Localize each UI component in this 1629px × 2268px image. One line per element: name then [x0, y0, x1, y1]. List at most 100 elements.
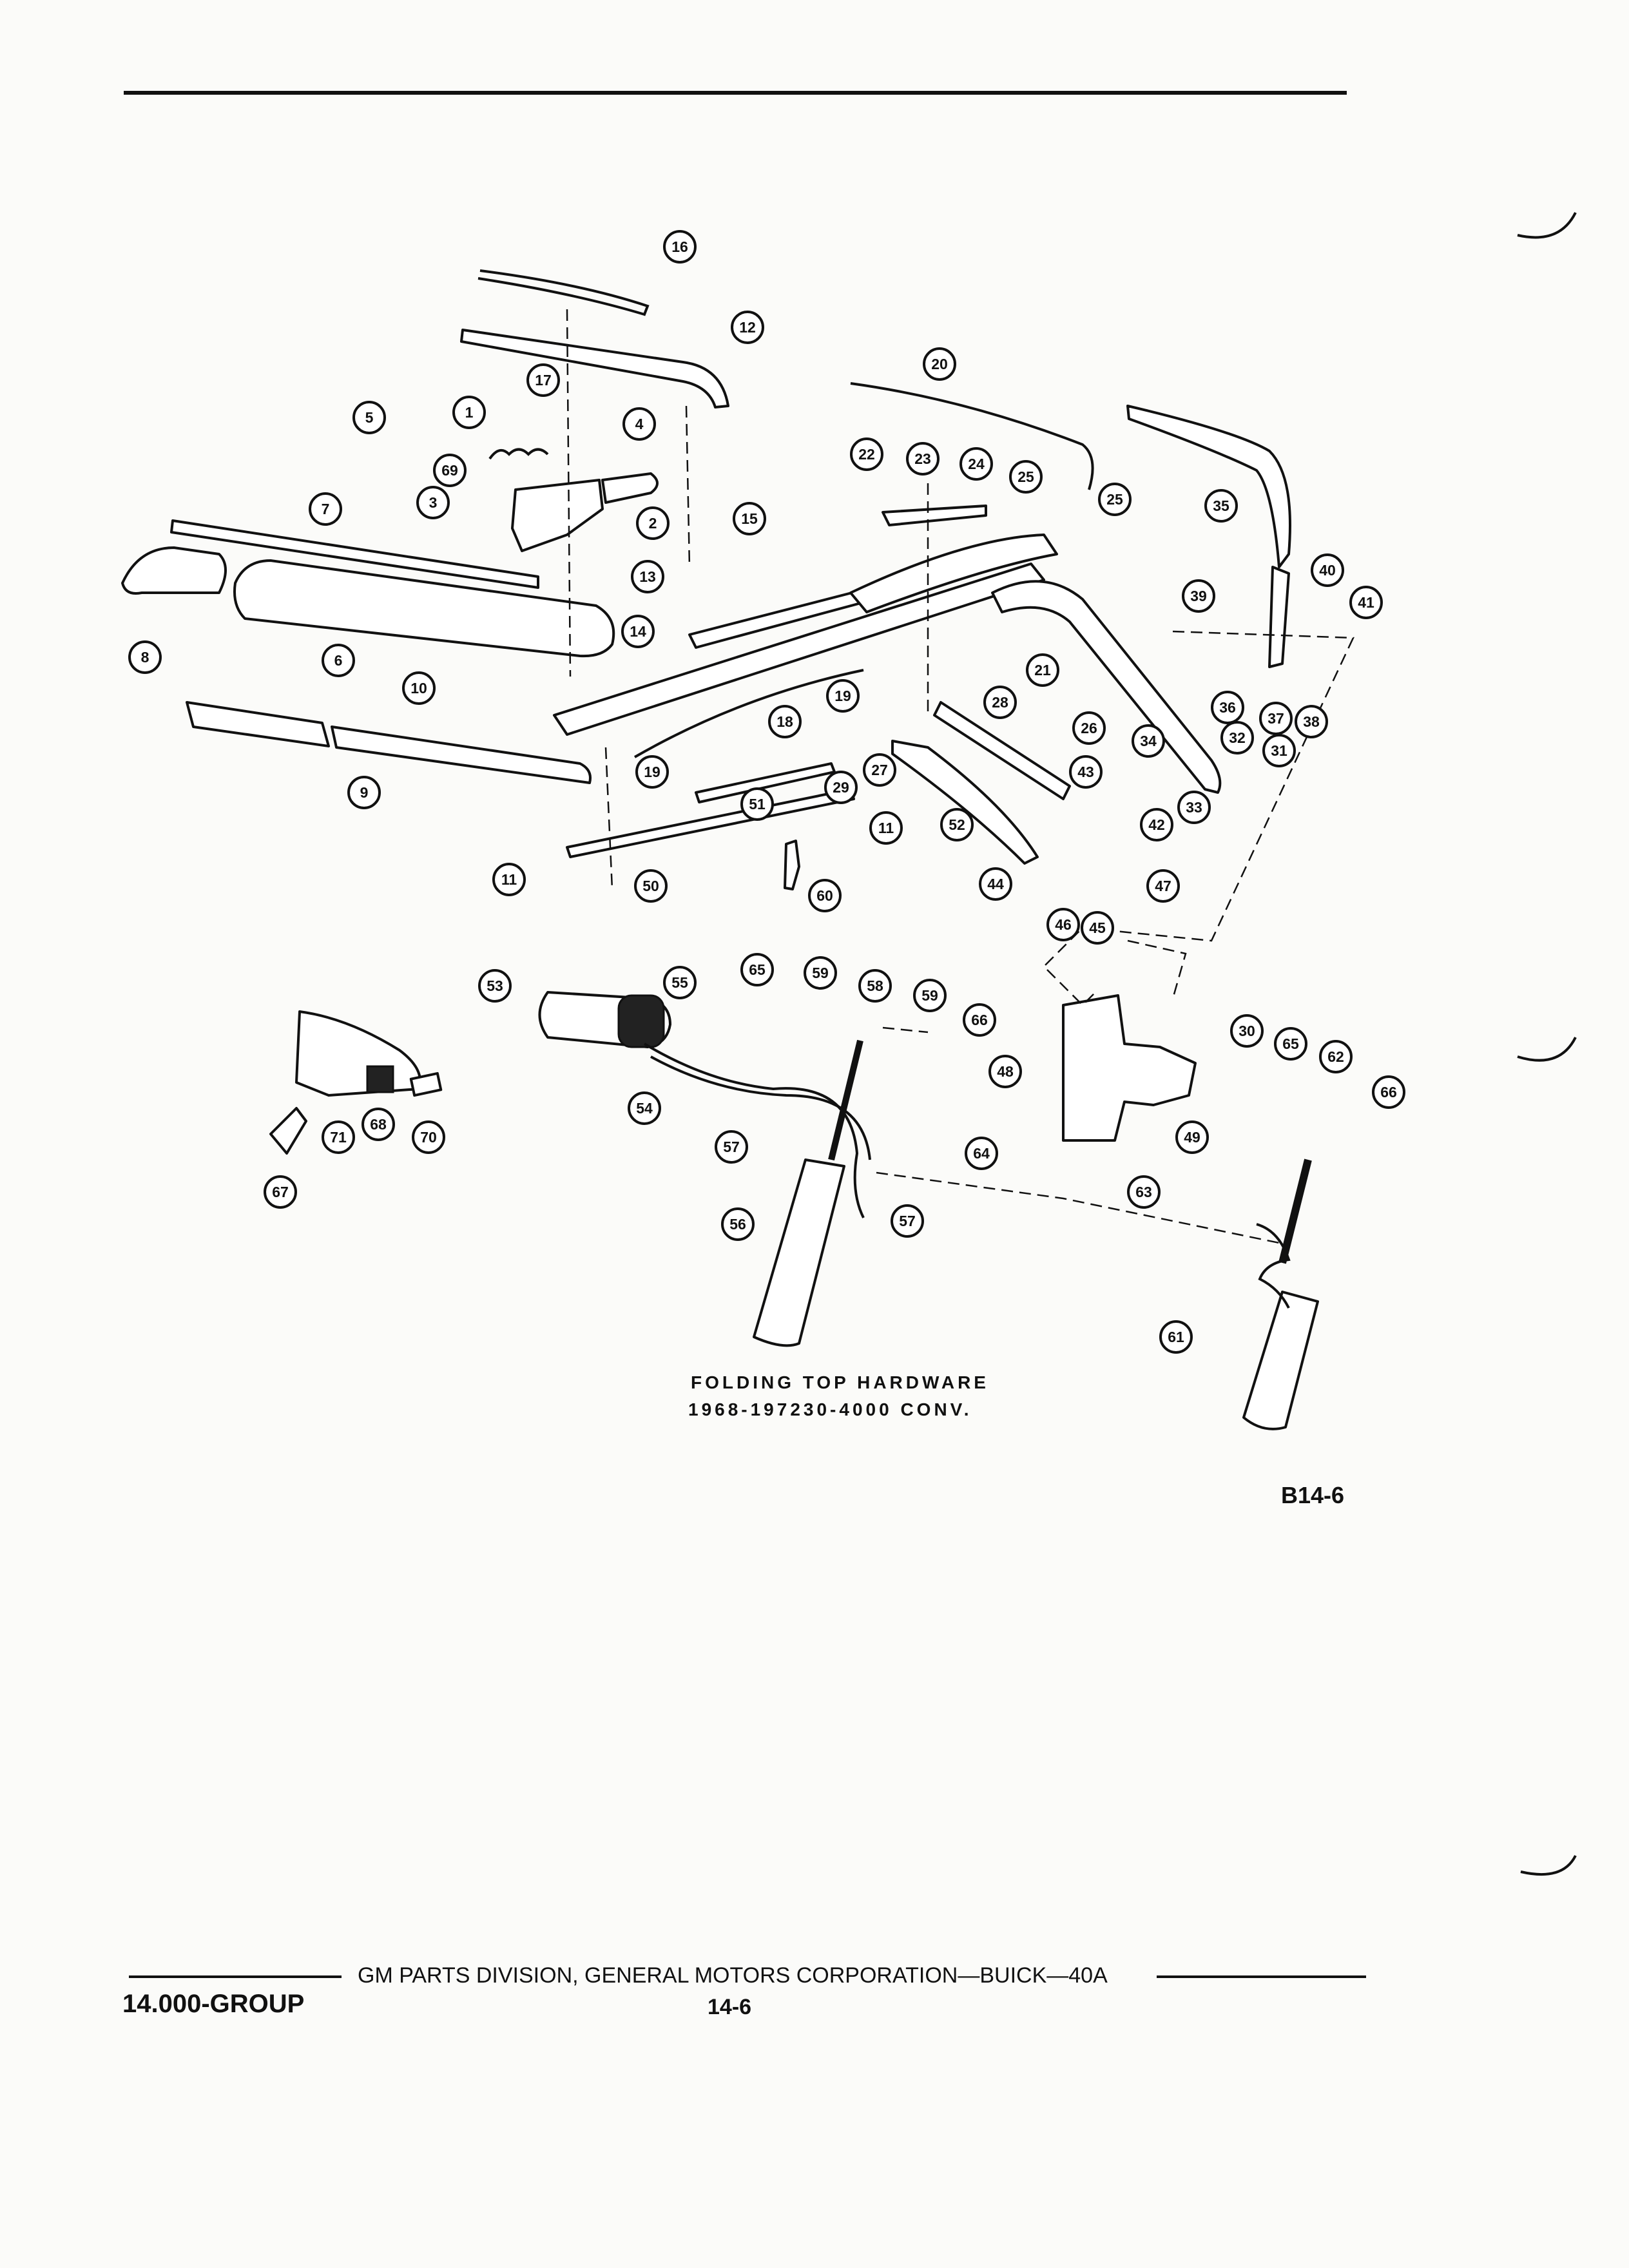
svg-text:10: 10: [410, 680, 427, 697]
part-9-lower-rail: [186, 701, 330, 747]
svg-text:22: 22: [858, 446, 875, 463]
part-21-rear-rail: [991, 580, 1222, 794]
figure-caption-subtitle: 1968-197230-4000 CONV.: [688, 1399, 972, 1419]
callout-24: 24: [959, 447, 993, 481]
part-48-bracket: [1062, 994, 1197, 1142]
part-2-latch-handle: [601, 472, 659, 504]
callout-54: 54: [628, 1091, 661, 1125]
svg-text:57: 57: [899, 1213, 916, 1229]
svg-text:46: 46: [1055, 916, 1072, 933]
callout-70: 70: [412, 1120, 445, 1154]
svg-text:28: 28: [992, 694, 1008, 711]
callout-16: 16: [663, 230, 697, 264]
callout-60: 60: [808, 879, 842, 912]
part-18-link: [634, 669, 864, 758]
svg-text:20: 20: [931, 356, 948, 372]
svg-text:67: 67: [272, 1184, 289, 1200]
callout-18: 18: [768, 705, 802, 738]
callout-53: 53: [478, 969, 512, 1003]
svg-text:47: 47: [1155, 878, 1171, 894]
svg-text:52: 52: [949, 816, 965, 833]
callout-48: 48: [988, 1055, 1022, 1088]
callout-67: 67: [264, 1175, 297, 1209]
svg-text:14: 14: [630, 623, 646, 640]
callout-63: 63: [1127, 1175, 1161, 1209]
svg-text:65: 65: [1282, 1035, 1299, 1052]
assembly-line-2: [685, 405, 691, 568]
callout-13: 13: [631, 560, 664, 593]
part-67-arm: [269, 1107, 307, 1155]
callout-62: 62: [1319, 1040, 1353, 1073]
callout-2: 2: [636, 506, 670, 540]
svg-text:39: 39: [1190, 588, 1207, 604]
callout-37: 37: [1259, 702, 1293, 735]
callout-20: 20: [923, 347, 956, 381]
part-35-bracket: [1268, 566, 1290, 668]
callout-36: 36: [1211, 691, 1244, 724]
svg-text:50: 50: [642, 878, 659, 894]
callout-71: 71: [322, 1120, 355, 1154]
svg-text:17: 17: [535, 372, 552, 389]
svg-text:70: 70: [420, 1129, 437, 1146]
part-61-rod: [1278, 1158, 1312, 1264]
footer-page-number: 14-6: [708, 1995, 752, 2019]
part-43-link: [933, 701, 1071, 800]
svg-text:38: 38: [1303, 713, 1320, 730]
svg-text:57: 57: [723, 1139, 740, 1155]
callout-4: 4: [622, 407, 656, 441]
part-latch-body: [511, 479, 604, 552]
callout-64: 64: [965, 1137, 998, 1170]
svg-text:66: 66: [971, 1012, 988, 1028]
svg-text:27: 27: [871, 762, 888, 778]
callout-34: 34: [1132, 724, 1165, 758]
callout-10: 10: [402, 671, 436, 705]
callout-group: 1 2 3 4 5 6 7 8 9 10 11 11 12 13 14 15 1…: [128, 230, 1405, 1354]
svg-text:11: 11: [878, 820, 894, 836]
svg-text:30: 30: [1239, 1023, 1255, 1039]
svg-text:56: 56: [729, 1216, 746, 1233]
svg-text:3: 3: [429, 494, 438, 511]
part-56-rod: [828, 1039, 863, 1161]
callout-3: 3: [416, 486, 450, 519]
part-35-rear-bow: [1126, 405, 1291, 568]
margin-mark-upper: [1517, 212, 1577, 239]
svg-text:21: 21: [1034, 662, 1051, 678]
figure-code: B14-6: [1281, 1482, 1345, 1508]
part-53-motor-cap: [617, 994, 665, 1048]
callout-19a: 19: [826, 679, 860, 713]
callout-61: 61: [1159, 1320, 1193, 1354]
callout-25b: 25: [1098, 483, 1132, 516]
svg-text:1: 1: [465, 404, 474, 421]
svg-text:45: 45: [1089, 919, 1106, 936]
callout-57a: 57: [715, 1130, 748, 1164]
svg-text:37: 37: [1268, 710, 1284, 727]
svg-text:69: 69: [441, 462, 458, 479]
svg-text:8: 8: [141, 649, 149, 666]
callout-12: 12: [731, 311, 764, 344]
callout-29: 29: [824, 771, 858, 804]
part-70-pad: [409, 1072, 443, 1097]
callout-41: 41: [1349, 586, 1383, 619]
margin-mark-lower: [1520, 1855, 1577, 1876]
svg-text:59: 59: [921, 987, 938, 1004]
part-61-cylinder: [1242, 1291, 1319, 1430]
svg-text:18: 18: [776, 713, 793, 730]
callout-49: 49: [1175, 1120, 1209, 1154]
svg-text:59: 59: [812, 965, 829, 981]
callout-52: 52: [940, 808, 974, 841]
svg-text:19: 19: [834, 687, 851, 704]
footer-company: GM PARTS DIVISION, GENERAL MOTORS CORPOR…: [358, 1963, 1108, 1988]
callout-57b: 57: [891, 1204, 924, 1238]
part-1-spring: [488, 448, 549, 460]
callout-9: 9: [347, 776, 381, 809]
assembly-line-6: [1127, 939, 1187, 999]
assembly-line-5: [1043, 630, 1354, 1006]
callout-44: 44: [979, 867, 1012, 901]
part-main-side-rail: [553, 562, 1045, 736]
svg-text:5: 5: [365, 409, 374, 426]
callout-23: 23: [906, 442, 940, 476]
svg-text:15: 15: [741, 510, 758, 527]
svg-text:54: 54: [636, 1100, 653, 1117]
callout-15: 15: [733, 502, 766, 535]
part-68-retainer: [366, 1065, 394, 1093]
